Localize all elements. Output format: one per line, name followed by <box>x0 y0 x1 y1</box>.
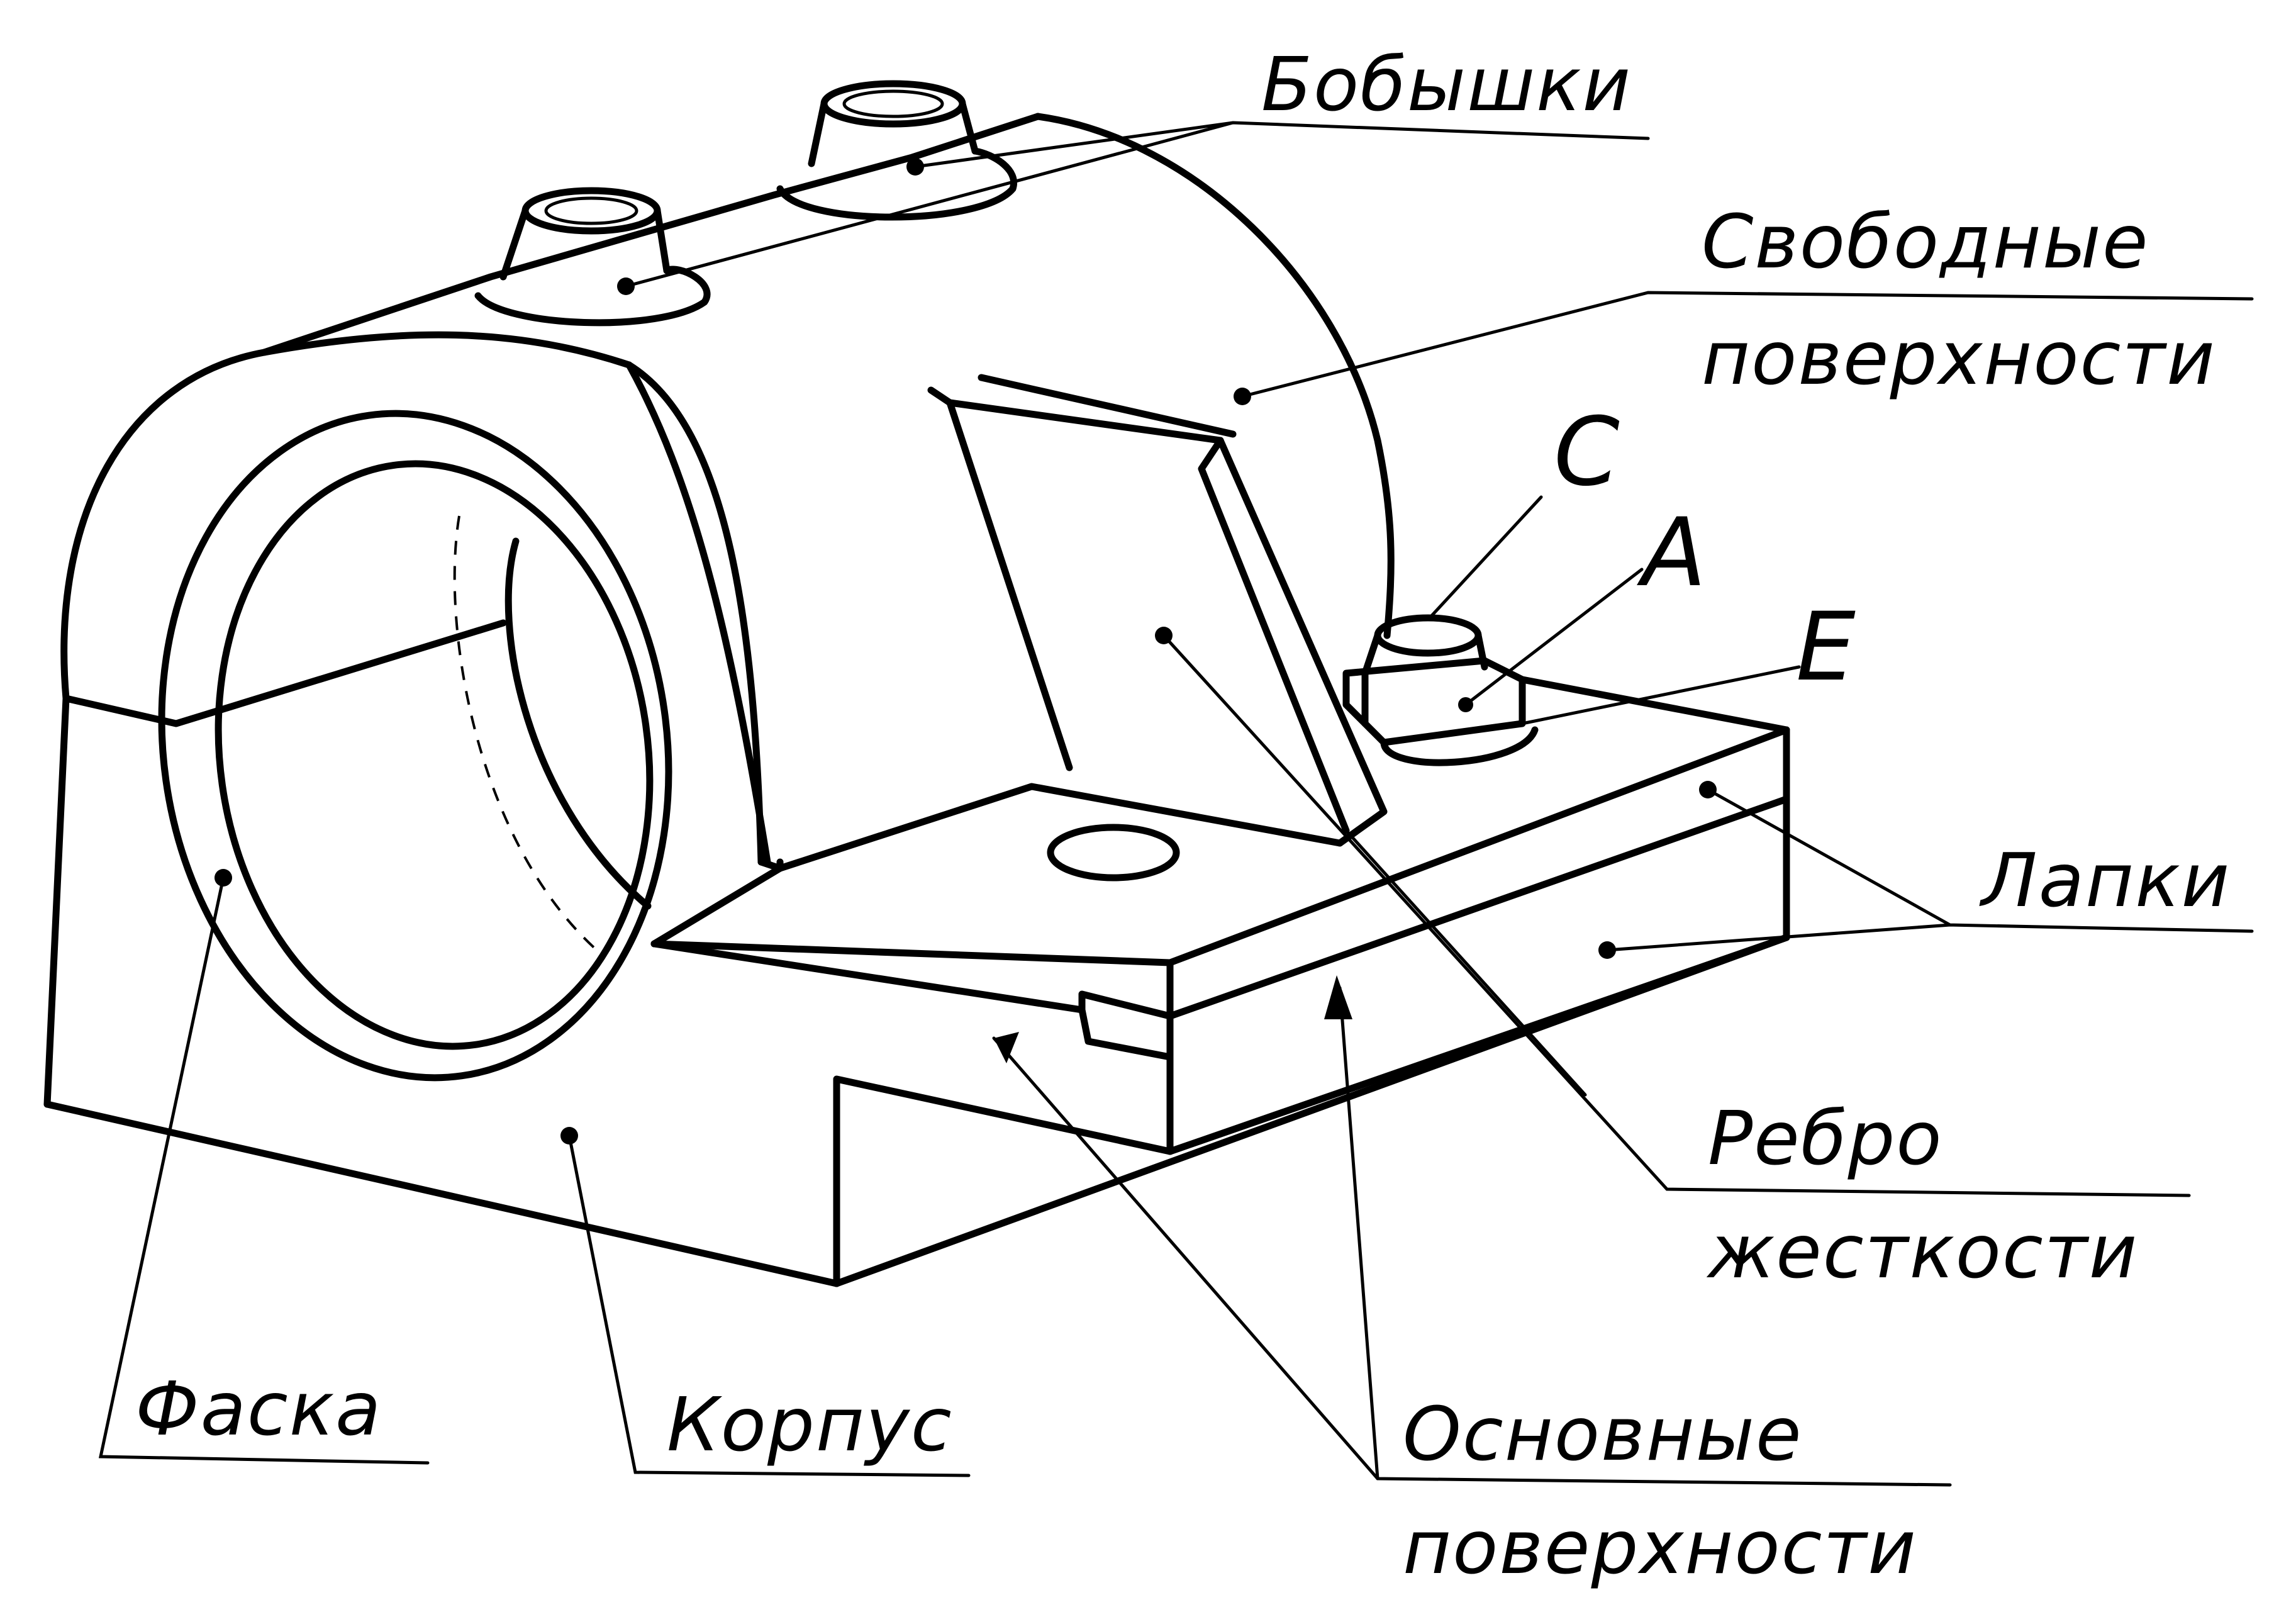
label-osnovnye-line2: поверхности <box>1403 1504 1917 1591</box>
housing-body <box>43 113 1790 1287</box>
label-faska: Фаска <box>135 1365 382 1452</box>
label-svobodnye-line1: Свободные <box>1702 198 2149 285</box>
label-bobyshki: Бобышки <box>1261 41 1632 128</box>
label-lapki: Лапки <box>1979 837 2231 924</box>
label-rebro-line2: жесткости <box>1706 1208 2138 1295</box>
label-korpus: Корпус <box>667 1381 953 1468</box>
bolt-assembly <box>1342 614 1539 766</box>
label-rebro-line1: Ребро <box>1708 1095 1943 1182</box>
label-letter-e: Е <box>1796 593 1856 702</box>
label-osnovnye-line1: Основные <box>1403 1391 1803 1477</box>
label-letter-c: С <box>1554 398 1620 507</box>
labels: Бобышки Свободные поверхности С А Е Лапк… <box>135 41 2231 1591</box>
bosses <box>474 80 1018 327</box>
label-svobodnye-line2: поверхности <box>1702 315 2216 401</box>
label-letter-a: А <box>1637 498 1707 608</box>
stiffening-rib <box>927 374 1388 847</box>
bore-rings <box>158 410 672 1082</box>
leader-lines <box>98 121 2254 1487</box>
